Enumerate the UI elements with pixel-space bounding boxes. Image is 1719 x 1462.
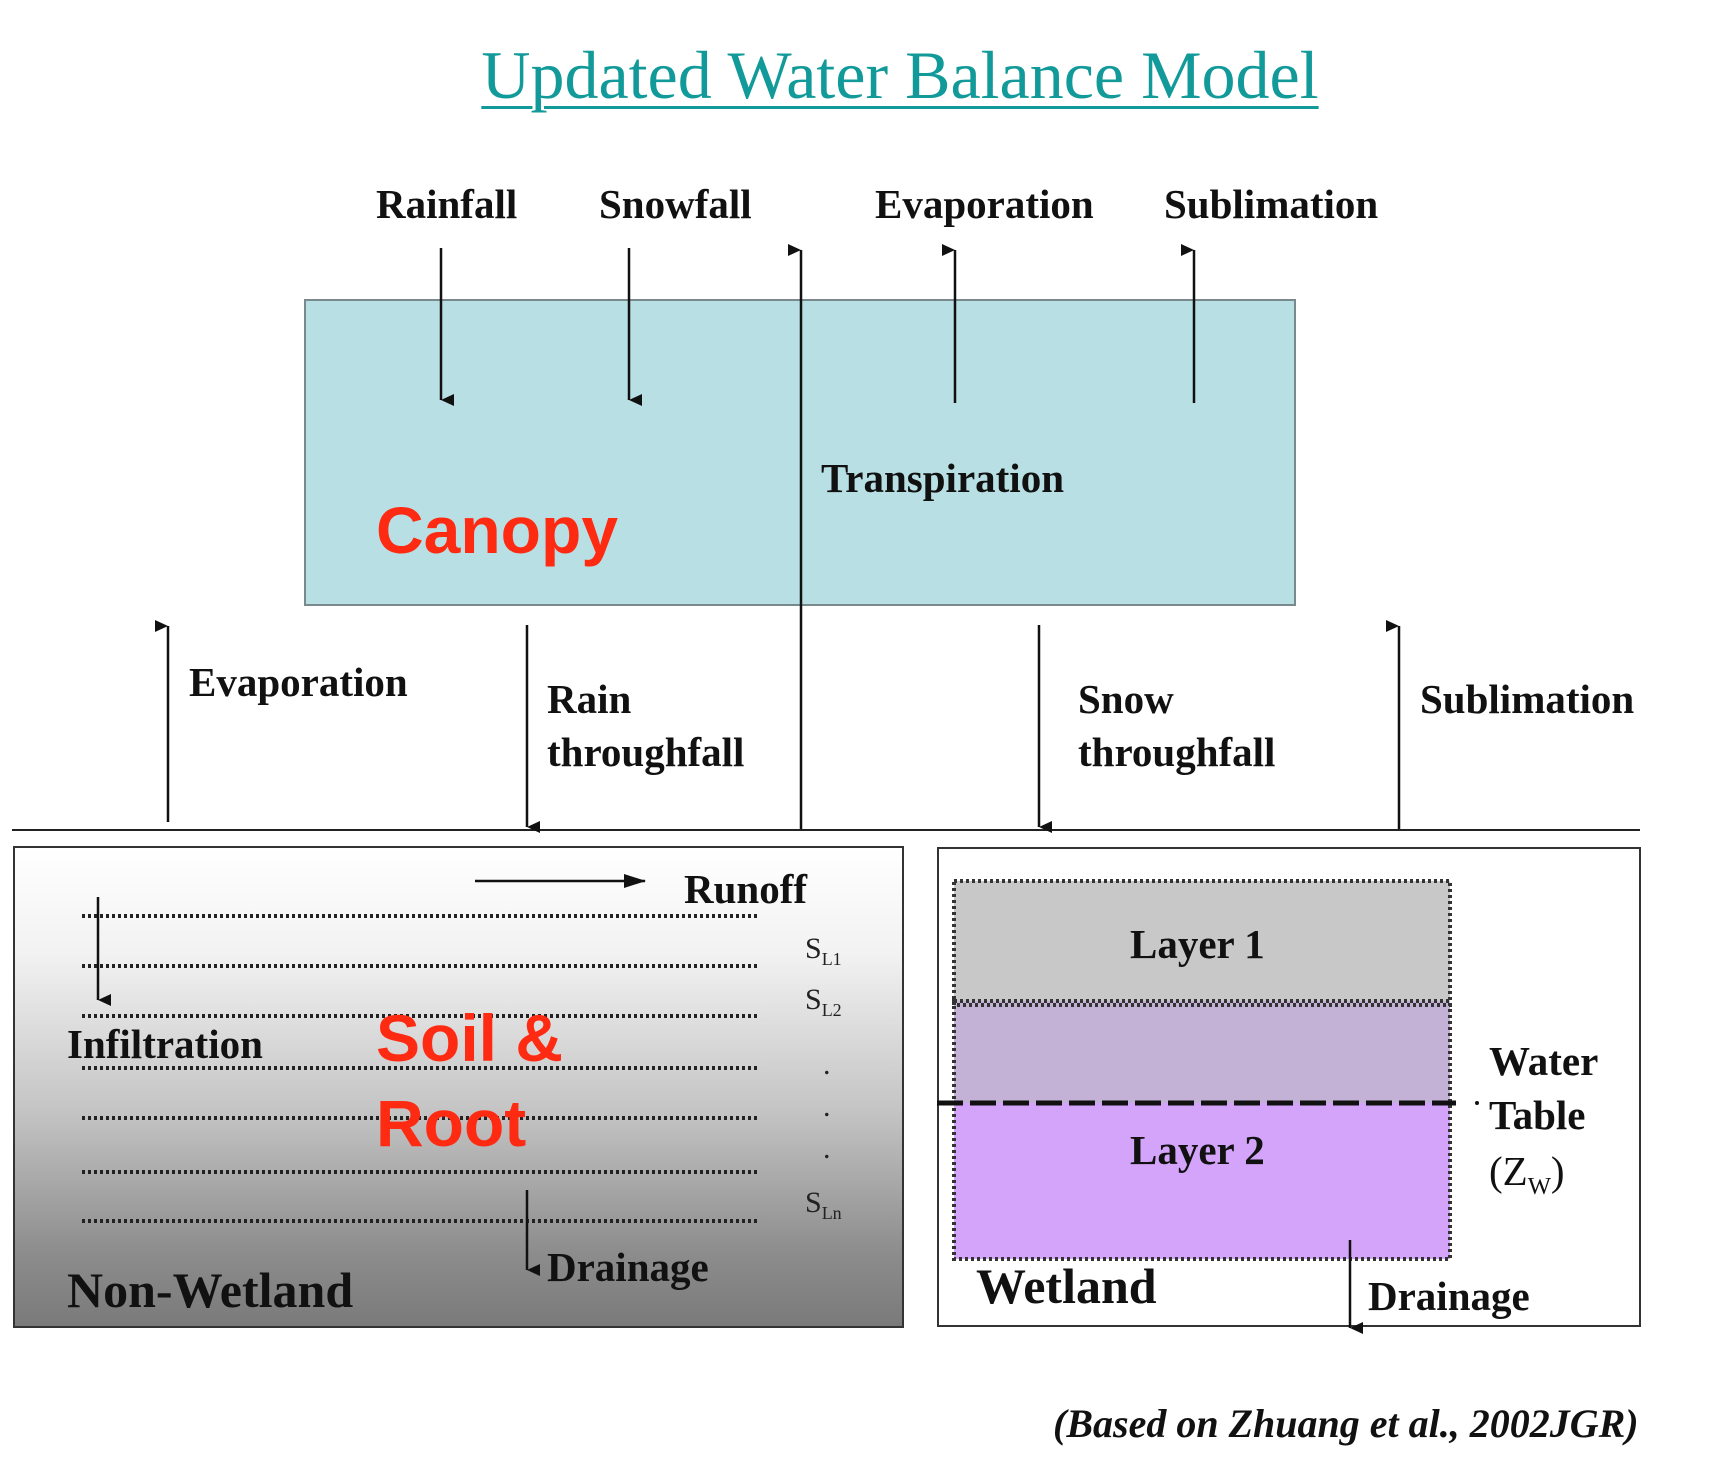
soil-root-label-line2: Root — [376, 1086, 527, 1160]
water-table-label-line3: (ZW) — [1489, 1148, 1565, 1201]
non-wetland-drainage-label: Drainage — [547, 1244, 709, 1290]
canopy-sublimation-label: Sublimation — [1164, 181, 1379, 227]
soil-layer-dot-3: . — [823, 1132, 831, 1165]
soil-layer-lines — [82, 914, 760, 1223]
soil-layer-dot-2: . — [823, 1090, 831, 1123]
infiltration-label: Infiltration — [67, 1021, 263, 1067]
water-table-label-line2: Table — [1489, 1092, 1586, 1138]
non-wetland-box — [13, 846, 904, 1328]
diagram-title: Updated Water Balance Model — [481, 37, 1319, 113]
snow-throughfall-label-line2: throughfall — [1078, 729, 1276, 775]
water-table-dot — [1475, 1101, 1479, 1105]
rainfall-label: Rainfall — [376, 181, 518, 227]
soil-layer-label-ln: SLn — [805, 1186, 842, 1223]
canopy-label: Canopy — [376, 493, 619, 567]
soil-layer-dot-1: . — [823, 1048, 831, 1081]
non-wetland-label: Non-Wetland — [67, 1262, 354, 1318]
wetland-layer-1 — [954, 881, 1450, 1005]
ground-sublimation-label: Sublimation — [1420, 676, 1635, 722]
layer-1-label: Layer 1 — [1130, 921, 1265, 967]
canopy-evaporation-label: Evaporation — [875, 181, 1094, 227]
source-credit: (Based on Zhuang et al., 2002JGR) — [1053, 1401, 1639, 1446]
wetland-layer-2 — [954, 1103, 1450, 1259]
snow-throughfall-label-line1: Snow — [1078, 676, 1174, 722]
ground-surface-line — [12, 829, 1640, 831]
wetland-layer-1-border — [952, 879, 1452, 1007]
rain-throughfall-label-line2: throughfall — [547, 729, 745, 775]
snowfall-label: Snowfall — [599, 181, 752, 227]
wetland-layer-overlap — [954, 1001, 1450, 1103]
soil-layer-label-l1: SL1 — [805, 932, 842, 969]
transpiration-label: Transpiration — [821, 455, 1064, 501]
wetland-drainage-label: Drainage — [1368, 1273, 1530, 1319]
ground-evaporation-label: Evaporation — [189, 659, 408, 705]
soil-root-label-line1: Soil & — [376, 1001, 564, 1075]
layer-2-label: Layer 2 — [1130, 1127, 1265, 1173]
water-table-label-line1: Water — [1489, 1038, 1599, 1084]
wetland-layer-2-border — [952, 999, 1452, 1261]
runoff-label: Runoff — [684, 866, 808, 912]
rain-throughfall-label-line1: Rain — [547, 676, 632, 722]
soil-layer-label-l2: SL2 — [805, 983, 842, 1020]
wetland-label: Wetland — [976, 1258, 1157, 1314]
